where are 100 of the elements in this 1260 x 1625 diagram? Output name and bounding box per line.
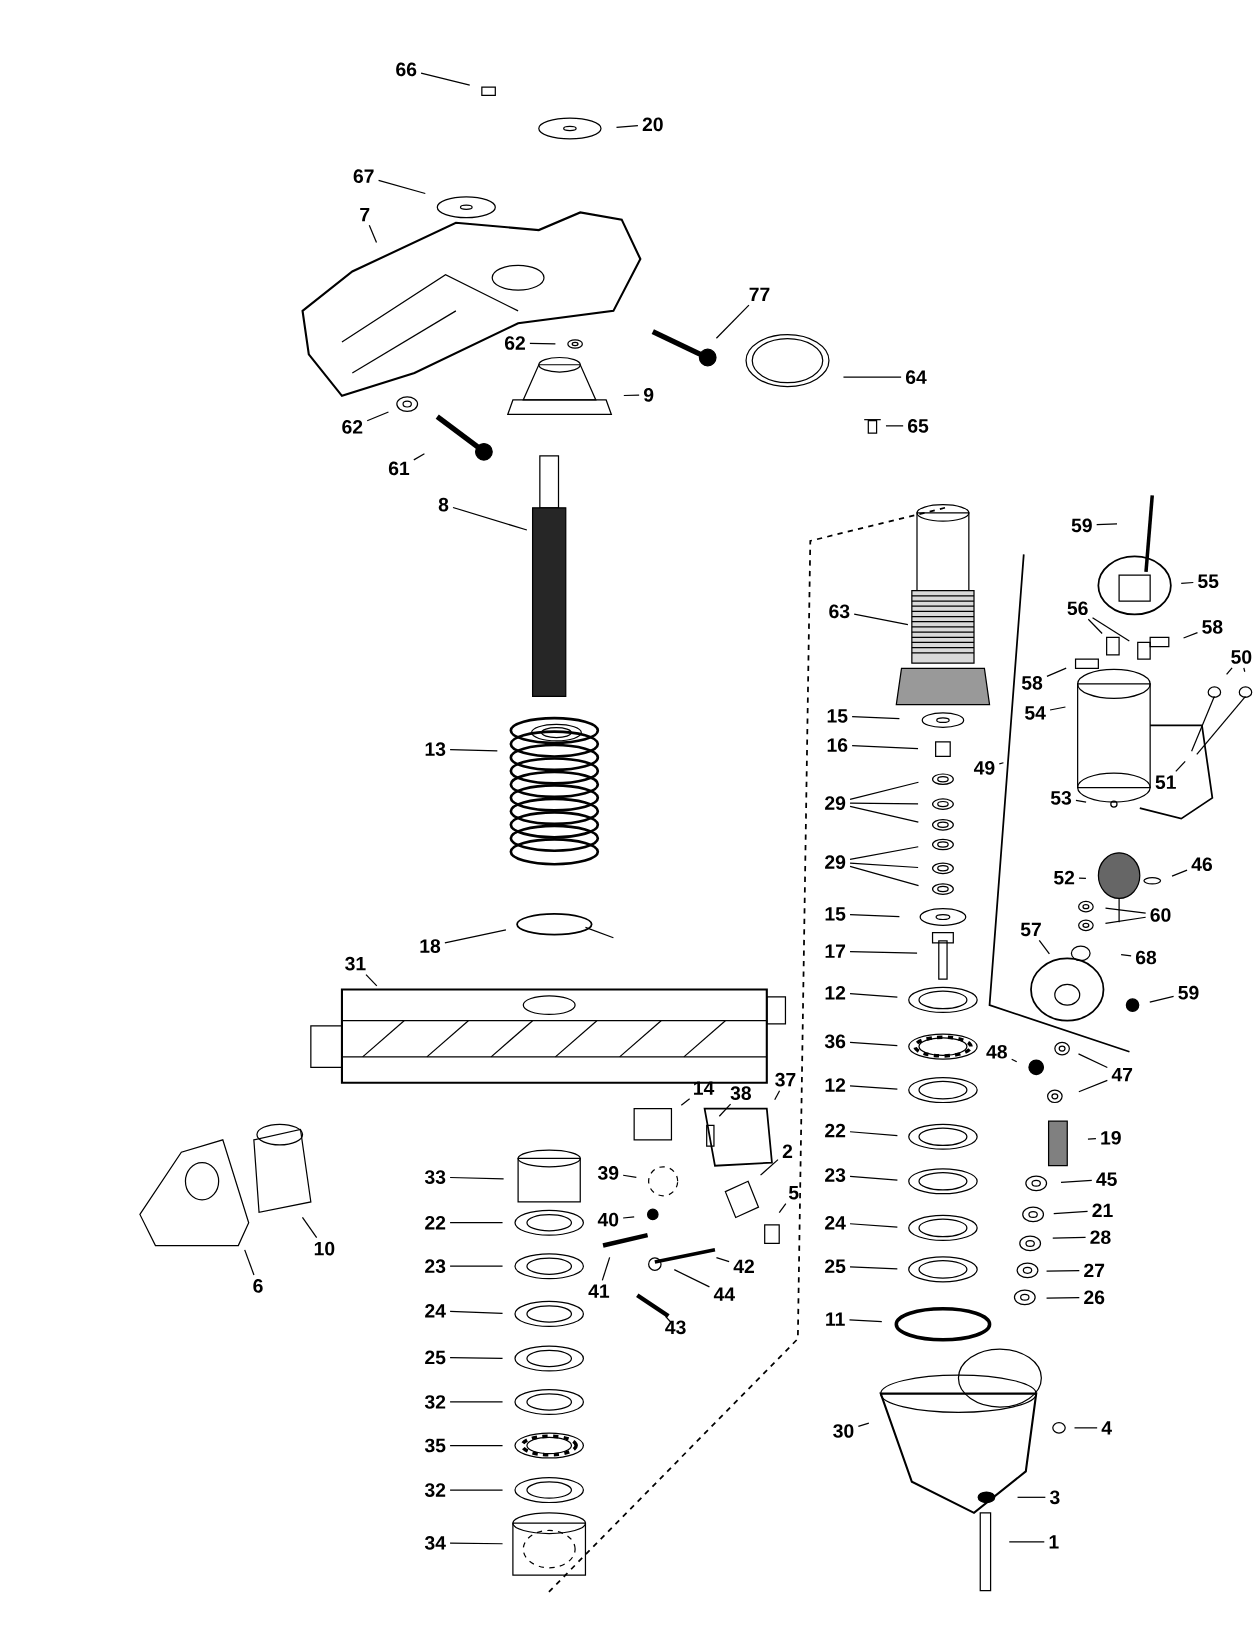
leader-line <box>849 846 919 860</box>
callout-number: 41 <box>588 1284 610 1298</box>
callout-number: 20 <box>642 117 663 132</box>
leader-line <box>1087 618 1103 635</box>
leader-line <box>849 802 919 805</box>
callout-number: 10 <box>314 1241 335 1256</box>
callout-number: 11 <box>826 1312 845 1326</box>
callout-number: 8 <box>438 497 449 512</box>
callout-number: 58 <box>1021 676 1043 690</box>
leader-line <box>1008 1541 1045 1543</box>
callout-number: 30 <box>833 1424 854 1438</box>
callout-number: 32 <box>424 1483 446 1497</box>
callout-number: 24 <box>825 1216 846 1230</box>
leader-line <box>444 929 507 944</box>
leader-line <box>1091 617 1130 642</box>
leader-line <box>452 506 528 531</box>
callout-number: 32 <box>424 1395 446 1409</box>
callout-number: 5 <box>788 1185 799 1200</box>
leader-line <box>1045 1270 1080 1272</box>
leader-line <box>849 862 919 869</box>
callout-number: 59 <box>1178 985 1199 1000</box>
leader-line <box>849 865 920 887</box>
callout-number: 77 <box>749 287 770 301</box>
leader-line <box>601 1256 611 1281</box>
leader-line <box>1243 667 1246 673</box>
leader-line <box>1053 1210 1089 1215</box>
callout-number: 15 <box>827 709 848 723</box>
leader-line <box>1180 581 1194 585</box>
leader-line <box>449 1265 504 1267</box>
leader-line <box>1038 939 1050 955</box>
leader-line <box>449 1310 504 1315</box>
callout-number: 44 <box>713 1287 735 1301</box>
leader-line <box>366 411 390 422</box>
callout-number: 37 <box>775 1072 796 1087</box>
callout-number: 60 <box>1150 908 1171 922</box>
callout-number: 54 <box>1025 706 1046 720</box>
callout-number: 26 <box>1084 1290 1105 1305</box>
leader-line <box>1073 1427 1098 1429</box>
callout-number: 59 <box>1071 518 1092 533</box>
leader-line <box>244 1249 255 1276</box>
callout-number: 40 <box>597 1212 619 1227</box>
leader-line <box>1087 1138 1097 1140</box>
leader-line <box>365 974 378 987</box>
callout-number: 22 <box>425 1216 446 1230</box>
leader-line <box>1226 667 1233 676</box>
callout-number: 48 <box>986 1044 1007 1059</box>
callout-number: 6 <box>253 1279 263 1293</box>
leader-line <box>377 179 426 195</box>
callout-number: 36 <box>824 1034 846 1049</box>
leader-line <box>885 425 904 427</box>
callout-number: 67 <box>353 169 374 183</box>
leader-line <box>413 453 425 461</box>
leader-line <box>848 1319 883 1323</box>
leader-line <box>1011 1058 1018 1063</box>
leader-line <box>680 1098 691 1106</box>
callout-number: 7 <box>360 207 370 222</box>
leader-line <box>449 1489 504 1491</box>
callout-number: 61 <box>388 461 410 476</box>
callout-number: 25 <box>425 1350 446 1365</box>
leader-line <box>623 394 640 397</box>
leader-line <box>849 1131 898 1137</box>
callout-number: 21 <box>1092 1203 1113 1217</box>
callout-number: 62 <box>504 336 525 350</box>
callout-number: 57 <box>1020 922 1041 937</box>
callout-number: 53 <box>1050 791 1072 805</box>
callout-number: 1 <box>1049 1535 1059 1549</box>
leader-line <box>1045 1296 1080 1299</box>
callout-number: 62 <box>342 420 363 434</box>
leader-line <box>1078 877 1087 879</box>
callout-number: 34 <box>424 1536 446 1550</box>
callout-number: 23 <box>825 1168 846 1182</box>
callout-number: 24 <box>425 1304 446 1318</box>
leader-line <box>849 1175 898 1181</box>
leader-line <box>849 1085 898 1090</box>
leader-line <box>715 1256 730 1263</box>
callout-number: 4 <box>1101 1421 1112 1435</box>
callout-number: 42 <box>733 1259 754 1273</box>
callout-number: 55 <box>1198 574 1219 589</box>
leader-line <box>420 72 471 86</box>
leader-line <box>857 1422 870 1428</box>
leader-line <box>774 1090 781 1101</box>
leader-line <box>851 716 900 720</box>
leader-line <box>849 950 918 954</box>
leader-line <box>849 993 898 998</box>
callout-number: 45 <box>1096 1172 1117 1186</box>
leader-line <box>849 1041 898 1047</box>
leader-line <box>615 125 639 129</box>
leader-line <box>998 762 1005 765</box>
callout-number: 65 <box>908 419 929 433</box>
callout-number: 9 <box>643 388 654 402</box>
callout-number: 39 <box>597 1166 619 1180</box>
leader-line <box>1104 916 1147 925</box>
callout-number: 51 <box>1155 775 1176 790</box>
leader-line <box>849 781 920 800</box>
callout-number: 27 <box>1084 1263 1105 1278</box>
callout-number: 18 <box>420 939 441 953</box>
callout-number: 68 <box>1135 950 1157 965</box>
leader-line <box>449 1401 504 1403</box>
leader-line <box>1046 667 1067 678</box>
callout-number: 19 <box>1101 1130 1121 1145</box>
